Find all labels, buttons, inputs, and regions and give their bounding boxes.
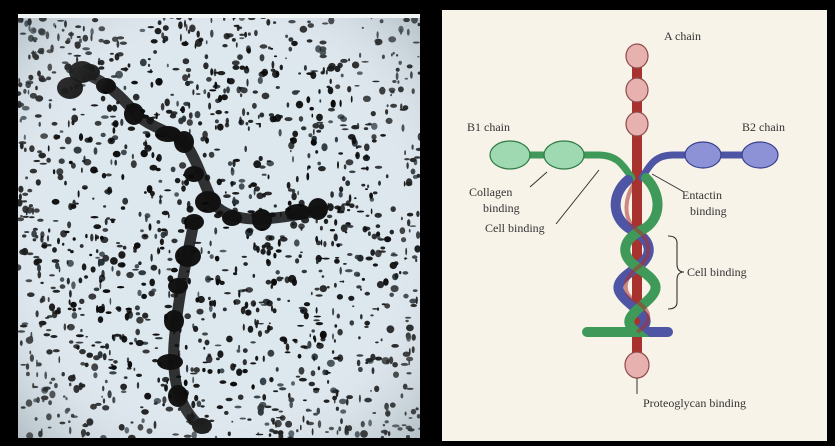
label-b2-chain: B2 chain (742, 120, 785, 134)
label-proteoglycan-binding: Proteoglycan binding (643, 396, 746, 410)
micrograph-top-edge (18, 14, 420, 18)
label-a-chain: A chain (664, 29, 701, 43)
a-chain-globule-3 (626, 112, 648, 136)
laminin-diagram: A chain B1 chain B2 chain Collagen bindi… (442, 10, 827, 441)
label-cell-binding-right: Cell binding (687, 265, 747, 279)
label-entactin-binding-line2: binding (690, 204, 727, 218)
label-b1-chain: B1 chain (467, 120, 510, 134)
laminin-diagram-svg: A chain B1 chain B2 chain Collagen bindi… (442, 10, 827, 441)
a-chain-globule-1 (626, 44, 648, 68)
b2-chain-globule-2 (742, 142, 778, 168)
micrograph-image (18, 14, 420, 438)
a-chain-globule-2 (626, 78, 648, 102)
label-cell-binding-left: Cell binding (485, 221, 545, 235)
electron-micrograph (18, 14, 420, 438)
label-collagen-binding-line2: binding (483, 201, 520, 215)
micrograph-vignette (18, 14, 420, 438)
label-entactin-binding-line1: Entactin (682, 188, 722, 202)
b1-chain-globule-2 (544, 141, 584, 169)
proteoglycan-globule (625, 352, 649, 378)
label-collagen-binding-line1: Collagen (469, 185, 512, 199)
b1-chain-globule-1 (490, 141, 530, 169)
b2-chain-globule-1 (685, 142, 721, 168)
